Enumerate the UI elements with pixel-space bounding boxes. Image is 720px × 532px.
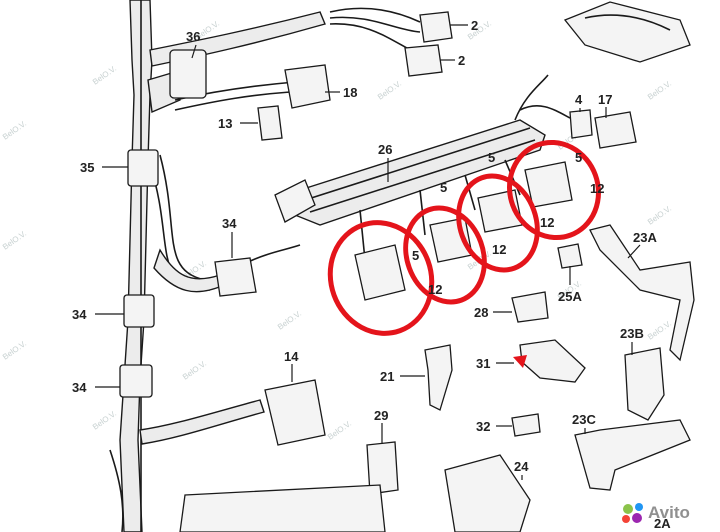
clip-31 [519,339,586,383]
callout-23c: 23C [572,412,596,427]
strap-21 [424,344,453,411]
clip-26 [274,179,316,223]
callout-12: 12 [428,282,442,297]
sensor-13 [257,105,283,141]
callout-5: 5 [440,180,447,195]
bracket-23b [624,347,665,421]
watermark: BelO.V. [181,359,208,382]
callout-labels: 2 2 36 18 13 35 26 4 17 5 5 5 5 12 12 12… [72,18,671,531]
callout-5: 5 [412,248,419,263]
watermark: BelO.V. [276,309,303,332]
sleeve-34b [119,364,153,398]
highlight-ring [403,205,487,305]
callout-34: 34 [222,216,237,231]
watermark: BelO.V. [1,339,28,362]
callout-32: 32 [476,419,490,434]
callout-36: 36 [186,29,200,44]
clip-25a [557,243,583,269]
connector-4 [569,109,593,139]
callout-14: 14 [284,349,299,364]
callout-23a: 23A [633,230,657,245]
clip-28 [511,291,549,323]
avito-dot-blue [635,503,643,511]
callout-35: 35 [80,160,94,175]
callout-12: 12 [590,181,604,196]
watermark: BelO.V. [646,79,673,102]
callout-12: 12 [540,215,554,230]
callout-29: 29 [374,408,388,423]
callout-12: 12 [492,242,506,257]
clip-32 [511,413,541,437]
watermark: BelO.V. [326,419,353,442]
avito-dot-purple [632,513,642,523]
callout-34: 34 [72,380,87,395]
avito-dot-red [622,515,630,523]
connector-18 [284,64,331,109]
misc-parts [179,1,695,532]
connector-17 [594,111,637,149]
callout-2: 2 [471,18,478,33]
connector-2b [404,44,443,77]
highlight-ring [507,139,601,241]
callout-28: 28 [474,305,488,320]
avito-logo: Avito [622,503,690,523]
bracket-top [563,1,691,63]
callout-17: 17 [598,92,612,107]
trunk-sleeves [119,49,207,398]
watermark: BelO.V. [91,409,118,432]
bracket-24 [444,454,531,532]
callout-25a: 25A [558,289,582,304]
callout-5: 5 [575,150,582,165]
callout-5: 5 [488,150,495,165]
callout-13: 13 [218,116,232,131]
clip-31-red-tab [513,355,527,368]
highlight-ring [327,220,435,336]
callout-4: 4 [575,92,583,107]
highlight-ring [456,173,540,273]
connector-12a [354,244,406,301]
connector-14 [264,379,326,446]
watermark: BelO.V. [1,229,28,252]
sleeve-34 [123,294,155,328]
bracket-23c [574,419,691,491]
watermark: BelO.V. [646,319,673,342]
callout-21: 21 [380,369,394,384]
watermark: BelO.V. [646,204,673,227]
callout-2a: 2A [654,516,671,531]
callout-34: 34 [72,307,87,322]
sleeve-35 [127,149,159,187]
holder-36 [169,49,207,99]
watermark: BelO.V. [91,64,118,87]
clip-29 [366,441,399,495]
callout-24: 24 [514,459,529,474]
callout-26: 26 [378,142,392,157]
connector-34 [214,257,257,297]
callout-31: 31 [476,356,490,371]
callout-2: 2 [458,53,465,68]
injector-harness-26 [274,74,571,261]
callout-23b: 23B [620,326,644,341]
bottom-box [179,484,386,532]
avito-dot-green [623,504,633,514]
avito-wordmark: Avito [648,503,690,522]
watermark: BelO.V. [376,79,403,102]
watermark: BelO.V. [1,119,28,142]
connector-2a [419,11,453,43]
leader-lines [95,24,641,480]
connector-12d [524,161,573,208]
highlight-rings [327,139,601,336]
main-harness-trunk [109,0,421,532]
callout-18: 18 [343,85,357,100]
